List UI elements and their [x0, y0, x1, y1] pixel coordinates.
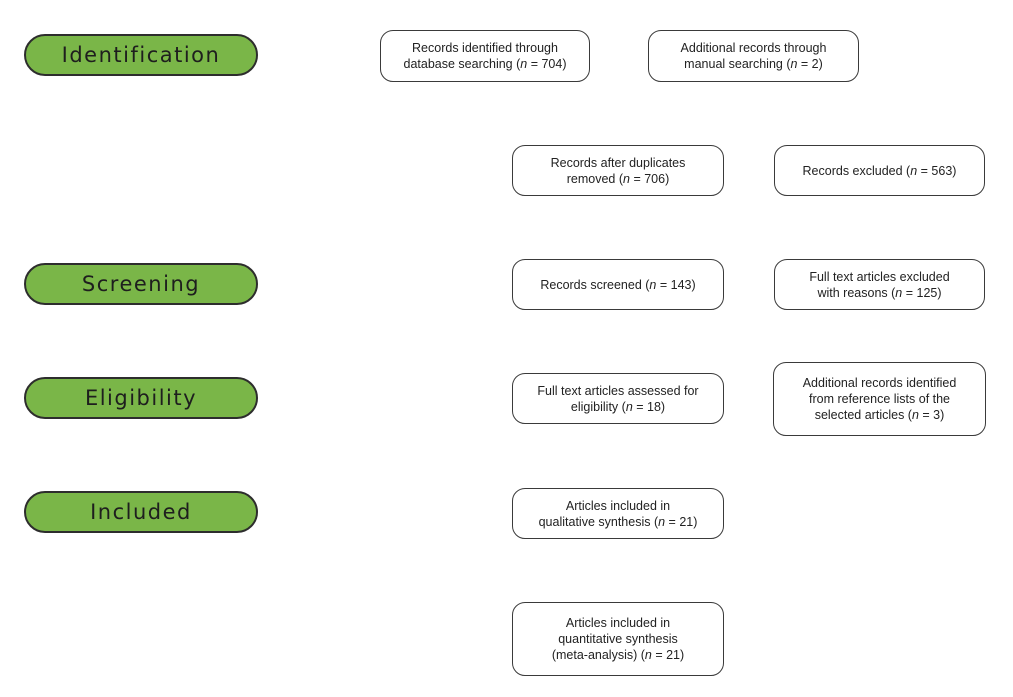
box-fulltext-excluded: Full text articles excluded with reasons… [774, 259, 985, 310]
box-fulltext-assessed: Full text articles assessed for eligibil… [512, 373, 724, 424]
stage-identification-label: Identification [61, 43, 221, 67]
box-line: quantitative synthesis [558, 632, 678, 646]
stage-included-label: Included [90, 500, 192, 524]
box-line: Records after duplicates [550, 155, 686, 170]
box-line: with reasons (n = 125) [817, 285, 942, 300]
box-line: Articles included in [565, 616, 671, 630]
box-line: removed (n = 706) [566, 171, 670, 186]
box-line: from reference lists of the [808, 392, 951, 406]
stage-screening: Screening [24, 263, 258, 305]
stage-identification: Identification [24, 34, 258, 76]
box-line: Records excluded (n = 563) [802, 163, 957, 178]
box-manual-searching: Additional records through manual search… [648, 30, 859, 82]
box-line: qualitative synthesis (n = 21) [538, 514, 698, 529]
box-line: Full text articles excluded [809, 269, 950, 284]
box-line: Articles included in [565, 498, 671, 513]
box-line: Records screened (n = 143) [540, 277, 696, 292]
box-qualitative-synthesis: Articles included in qualitative synthes… [512, 488, 724, 539]
stage-included: Included [24, 491, 258, 533]
box-line: Full text articles assessed for [537, 383, 699, 398]
box-line: Records identified through [412, 41, 558, 55]
box-database-searching: Records identified through database sear… [380, 30, 590, 82]
box-line: Additional records through [680, 41, 827, 55]
box-line: Additional records identified [802, 376, 957, 390]
box-line: manual searching (n = 2) [684, 57, 823, 71]
box-line: selected articles (n = 3) [814, 408, 945, 422]
box-line: (meta-analysis) (n = 21) [551, 648, 685, 662]
box-line: eligibility (n = 18) [570, 399, 666, 414]
stage-eligibility: Eligibility [24, 377, 258, 419]
box-quantitative-synthesis: Articles included in quantitative synthe… [512, 602, 724, 676]
box-reference-lists: Additional records identified from refer… [773, 362, 986, 436]
stage-eligibility-label: Eligibility [84, 386, 198, 410]
stage-screening-label: Screening [81, 272, 201, 296]
box-records-excluded: Records excluded (n = 563) [774, 145, 985, 196]
box-after-duplicates: Records after duplicates removed (n = 70… [512, 145, 724, 196]
box-line: database searching (n = 704) [403, 57, 567, 71]
box-records-screened: Records screened (n = 143) [512, 259, 724, 310]
